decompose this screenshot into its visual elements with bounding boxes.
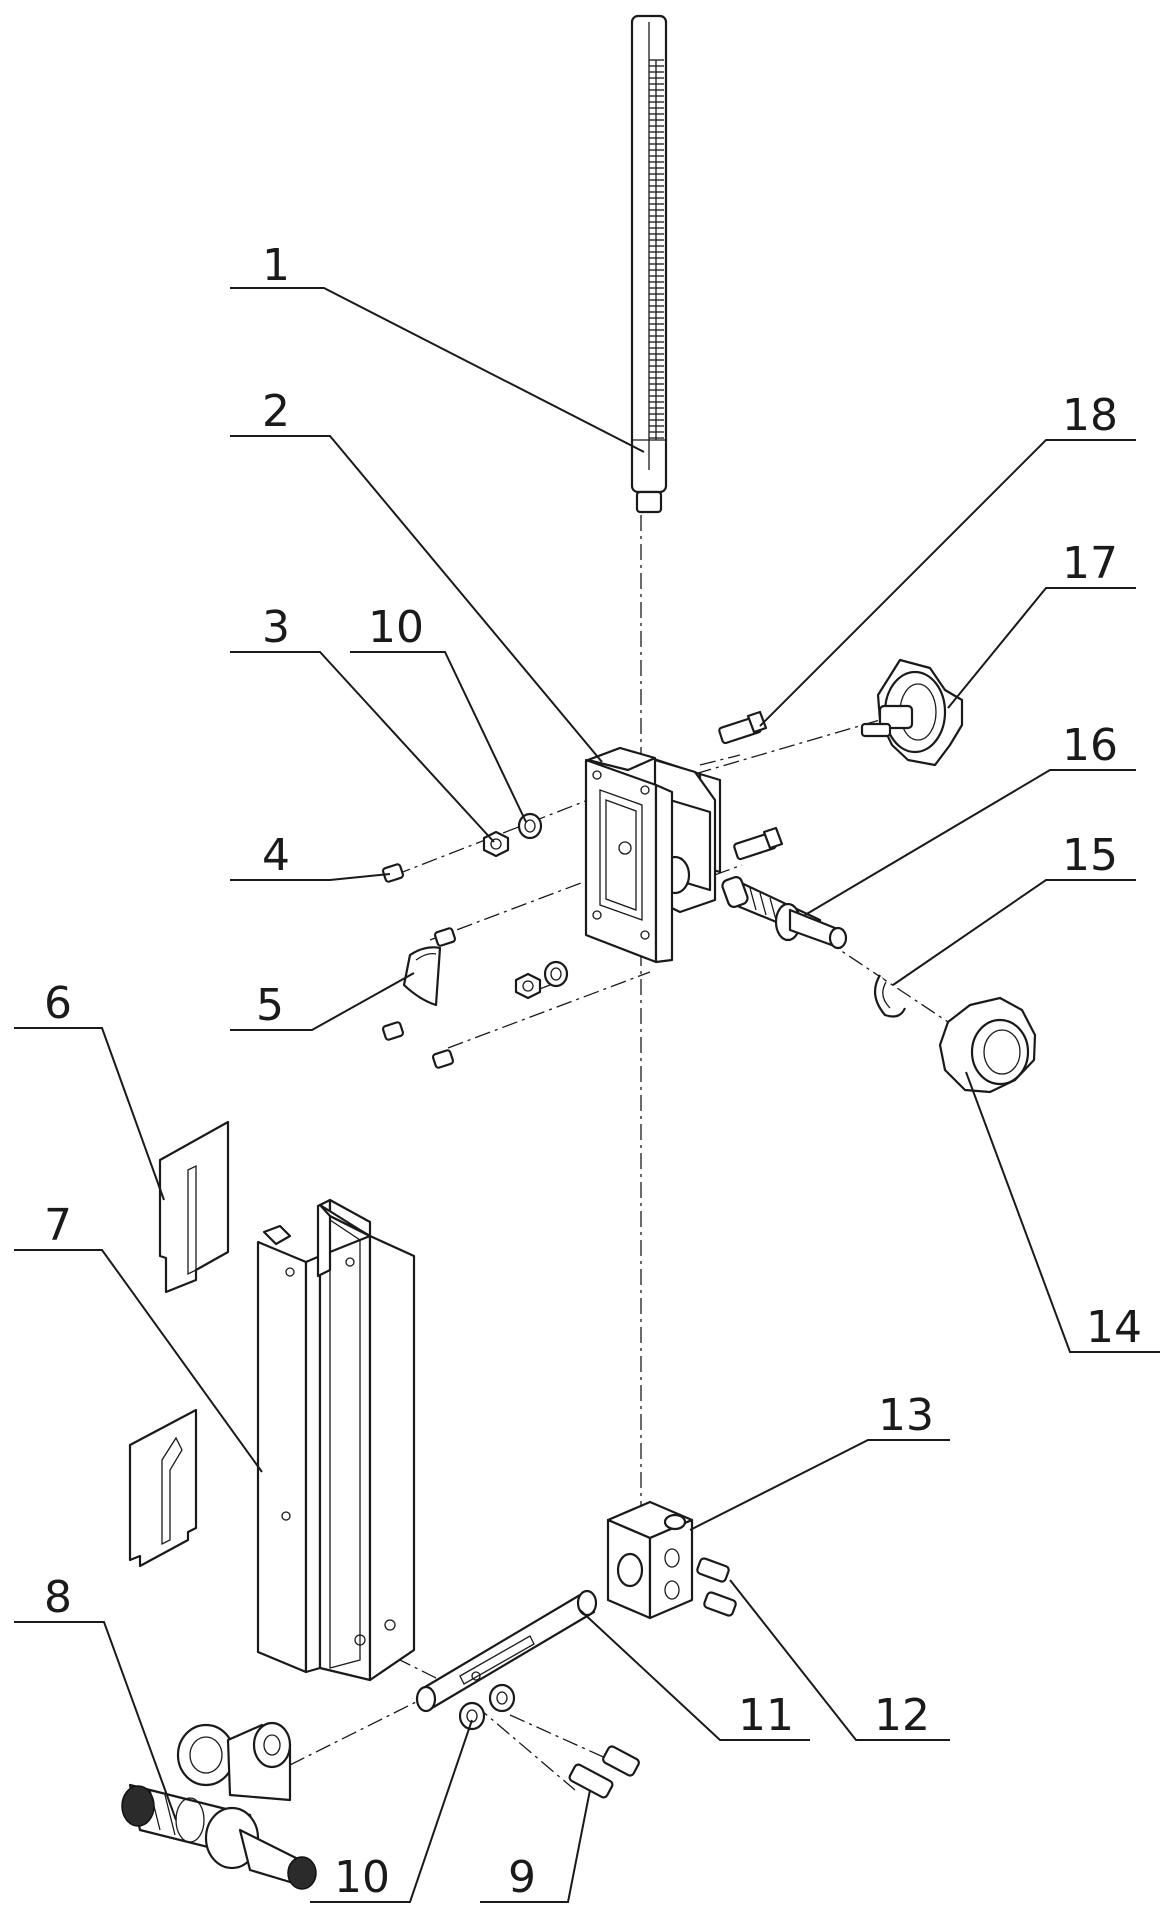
callout-9: 9	[508, 1852, 536, 1903]
leader-lines	[14, 287, 1160, 1903]
callout-3: 3	[262, 602, 290, 653]
pin-shaft-11	[415, 1589, 598, 1713]
callout-15: 15	[1062, 830, 1118, 881]
retaining-ring-15	[873, 974, 907, 1018]
screws-12	[696, 1557, 737, 1617]
right-side-parts	[718, 658, 1037, 1094]
callout-8: 8	[44, 1572, 72, 1623]
callout-5: 5	[256, 980, 284, 1031]
screw-mid	[733, 826, 784, 861]
column-housing-7	[256, 1198, 416, 1682]
callout-14: 14	[1086, 1302, 1142, 1353]
bolts-9	[568, 1745, 640, 1799]
callout-13: 13	[878, 1390, 934, 1441]
callout-10-upper: 10	[368, 602, 424, 653]
star-knob-17	[860, 658, 964, 767]
guide-plate-lower	[128, 1408, 198, 1568]
center-lines	[289, 515, 961, 1791]
screw-18	[718, 710, 768, 745]
callout-6: 6	[44, 978, 72, 1029]
rack-rod-part	[630, 14, 668, 514]
callout-7: 7	[44, 1200, 72, 1251]
callout-1: 1	[262, 240, 290, 291]
lower-washers	[458, 1683, 516, 1731]
valve-assembly-8	[121, 1721, 317, 1890]
small-hardware-group	[381, 812, 569, 1069]
guide-plate-6	[158, 1120, 230, 1294]
star-knob-14	[938, 996, 1037, 1094]
callout-18: 18	[1062, 390, 1118, 441]
callout-16: 16	[1062, 720, 1118, 771]
callout-labels: 1 2 3 10 4 5 6 7 8 10 9 11 12 13 14 15 1…	[44, 240, 1142, 1903]
callout-10-lower: 10	[334, 1852, 390, 1903]
mounting-block-part	[584, 746, 722, 964]
pinion-shaft-16	[721, 876, 848, 950]
callout-4: 4	[262, 830, 290, 881]
callout-2: 2	[262, 386, 290, 437]
callout-12: 12	[874, 1690, 930, 1741]
callout-17: 17	[1062, 538, 1118, 589]
callout-11: 11	[738, 1690, 794, 1741]
cube-block-13	[606, 1500, 694, 1620]
